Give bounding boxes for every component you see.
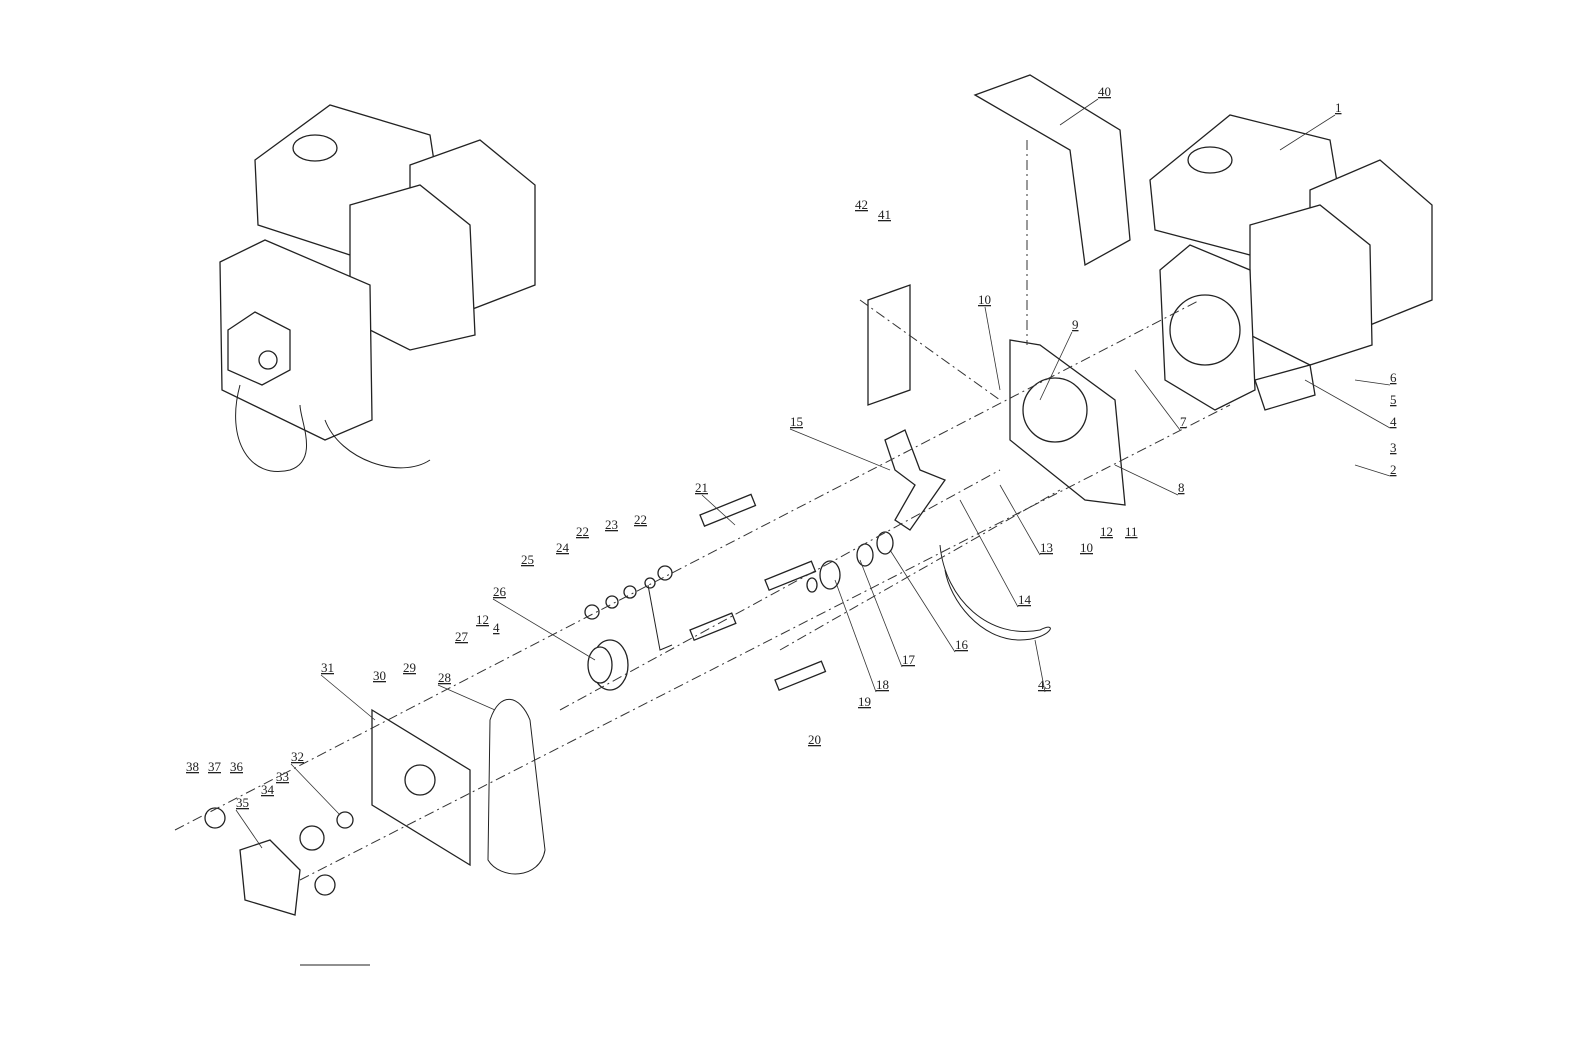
callout-16: 16: [955, 637, 969, 652]
callout-7: 7: [1180, 414, 1187, 429]
callout-4b: 4: [493, 620, 500, 635]
callout-12: 12: [1100, 524, 1113, 539]
callout-23: 23: [605, 517, 618, 532]
callout-15: 15: [790, 414, 803, 429]
callout-22: 22: [576, 524, 589, 539]
callout-11: 11: [1125, 524, 1138, 539]
callout-25: 25: [521, 552, 534, 567]
callout-26: 26: [493, 584, 507, 599]
callout-13: 13: [1040, 540, 1053, 555]
assembled-engine-view: [219, 104, 536, 472]
callout-9: 9: [1072, 317, 1079, 332]
callout-36: 36: [230, 759, 244, 774]
callout-37: 37: [208, 759, 222, 774]
side-plate: [867, 284, 911, 406]
callout-3: 3: [1390, 440, 1397, 455]
callout-42: 42: [855, 197, 868, 212]
callout-labels: 1 2 3 4 5 6 7 8 9 10 10 11 12 12 13 14 1…: [186, 84, 1397, 810]
callout-22b: 22: [634, 512, 647, 527]
callout-28: 28: [438, 670, 451, 685]
callout-5: 5: [1390, 392, 1397, 407]
callout-17: 17: [902, 652, 916, 667]
callout-1: 1: [1335, 100, 1342, 115]
shaft: [774, 660, 827, 692]
shaft: [764, 560, 817, 592]
lever: [884, 429, 947, 531]
callout-18: 18: [876, 677, 889, 692]
engine: [1149, 114, 1433, 411]
leader-lines: [235, 98, 1391, 849]
callout-10: 10: [978, 292, 991, 307]
hydraulic-pump: [239, 839, 301, 916]
callout-19: 19: [858, 694, 871, 709]
callout-2: 2: [1390, 462, 1397, 477]
callout-10b: 10: [1080, 540, 1093, 555]
callout-31: 31: [321, 660, 334, 675]
callout-8: 8: [1178, 480, 1185, 495]
callout-21: 21: [695, 480, 708, 495]
callout-6: 6: [1390, 370, 1397, 385]
callout-27: 27: [455, 629, 469, 644]
callout-20: 20: [808, 732, 821, 747]
callout-43: 43: [1038, 677, 1051, 692]
callout-14: 14: [1018, 592, 1032, 607]
cover-plate: [973, 74, 1131, 267]
callout-32: 32: [291, 749, 304, 764]
callout-24: 24: [556, 540, 570, 555]
callout-29: 29: [403, 660, 416, 675]
callout-30: 30: [373, 668, 386, 683]
callout-35: 35: [236, 795, 249, 810]
callout-33: 33: [276, 769, 289, 784]
callout-34: 34: [261, 782, 275, 797]
callout-40: 40: [1098, 84, 1111, 99]
callout-38: 38: [186, 759, 199, 774]
callout-4: 4: [1390, 414, 1397, 429]
shaft: [699, 493, 757, 527]
callout-12b: 12: [476, 612, 489, 627]
callout-41: 41: [878, 207, 891, 222]
